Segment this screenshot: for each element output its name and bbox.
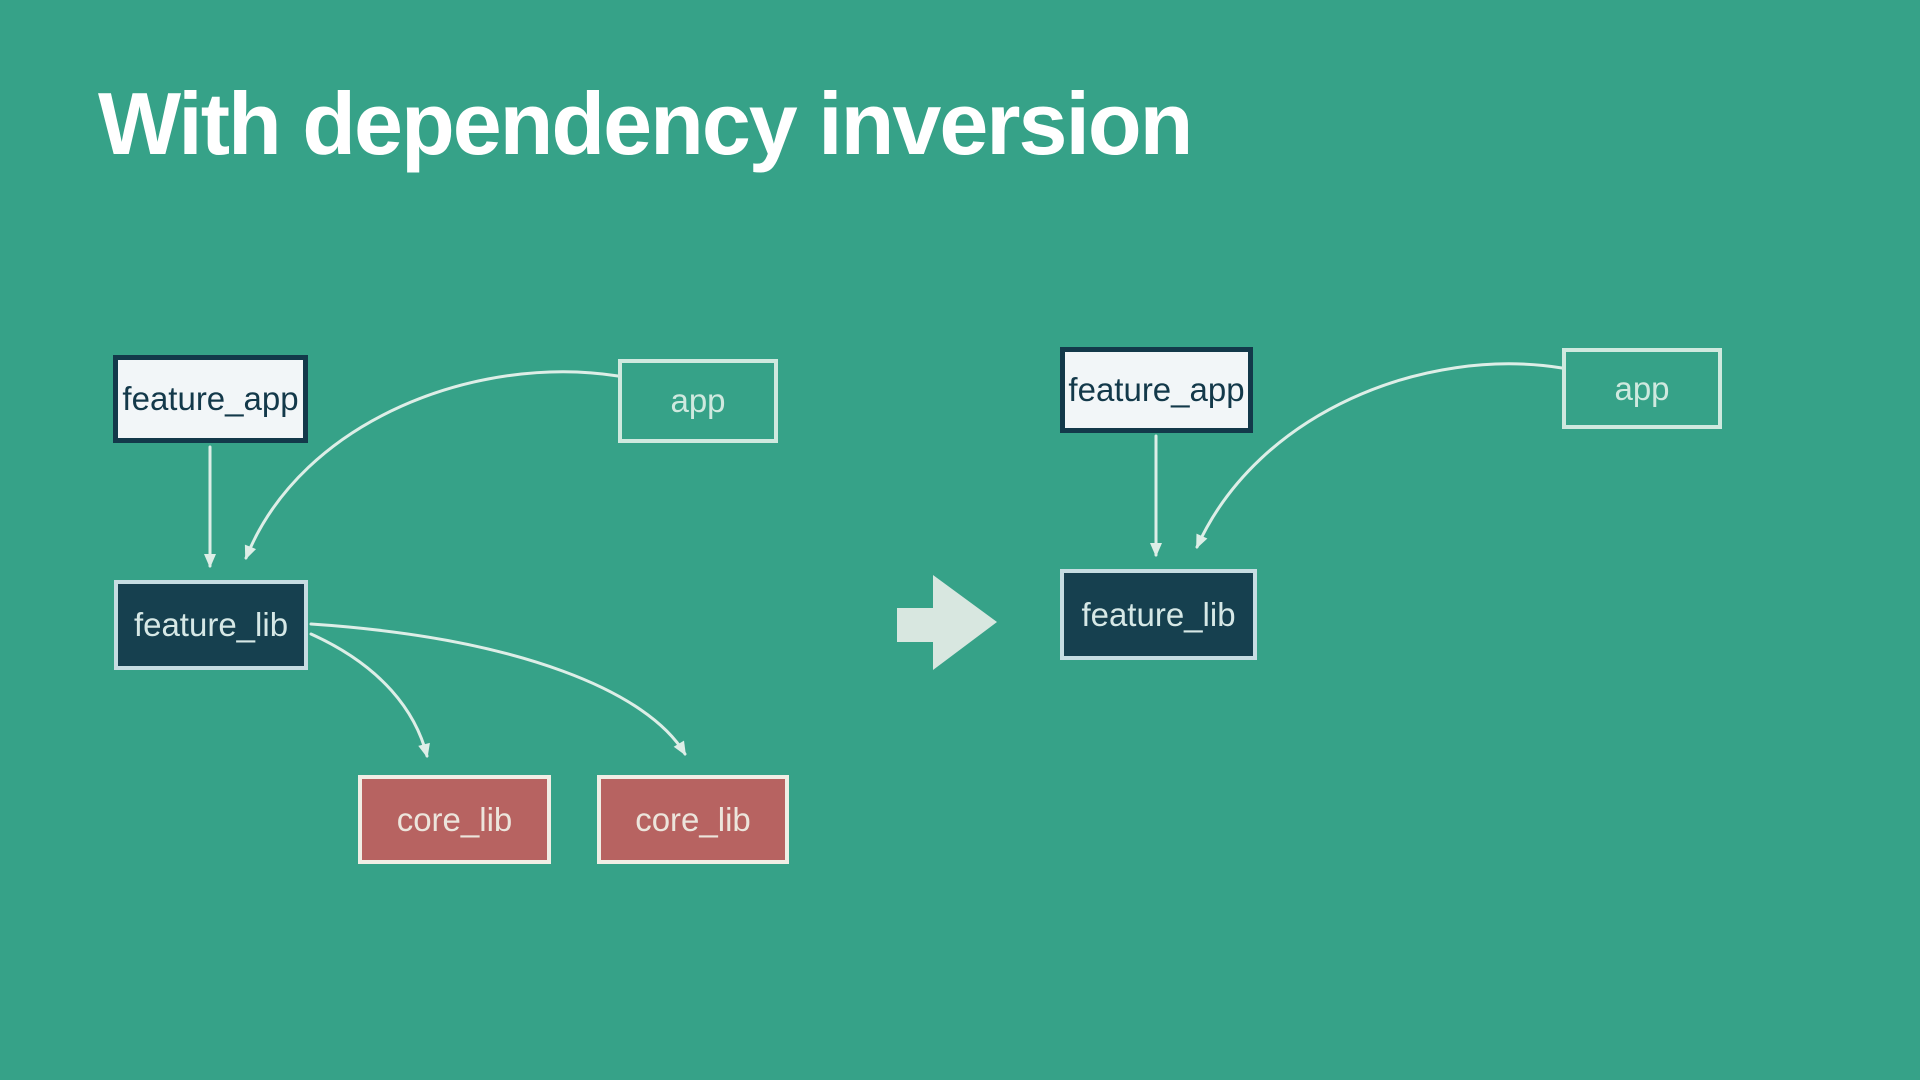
node-right-feature-lib: feature_lib <box>1060 569 1257 660</box>
right-arrow-icon <box>897 575 997 670</box>
node-left-feature-lib: feature_lib <box>114 580 308 670</box>
edge-left-app-to-feature-lib <box>244 370 620 560</box>
node-left-core-lib-1: core_lib <box>358 775 551 864</box>
edge-left-feature-lib-to-core-lib-2 <box>309 622 687 756</box>
node-left-app: app <box>618 359 778 443</box>
node-left-feature-app: feature_app <box>113 355 308 443</box>
edge-right-app-to-feature-lib <box>1195 362 1564 549</box>
edge-left-feature-lib-to-core-lib-1 <box>309 632 430 758</box>
node-right-app: app <box>1562 348 1722 429</box>
node-right-feature-app: feature_app <box>1060 347 1253 433</box>
node-left-core-lib-2: core_lib <box>597 775 789 864</box>
slide-title: With dependency inversion <box>98 74 1193 173</box>
